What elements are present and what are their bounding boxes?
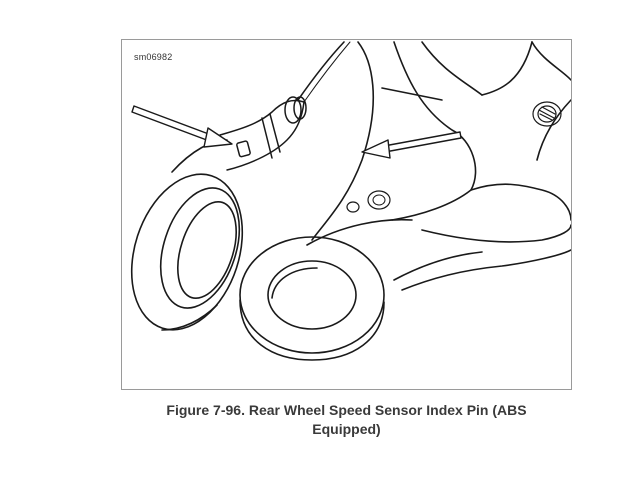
caption-line-1: Figure 7-96. Rear Wheel Speed Sensor Ind… <box>166 402 527 418</box>
knuckle-arm <box>306 41 571 291</box>
speed-sensor-body <box>219 96 307 171</box>
threaded-hole <box>532 101 562 127</box>
caption-line-2: Equipped) <box>312 421 381 437</box>
arrow-to-arm <box>361 131 462 159</box>
arrow-to-index-pin <box>131 105 233 148</box>
bushing-ring <box>239 236 385 361</box>
sensor-cable <box>297 41 345 101</box>
figure-frame: sm06982 <box>121 39 572 390</box>
small-hole-1 <box>346 201 360 213</box>
sensor-ring <box>130 139 244 331</box>
figure-id-label: sm06982 <box>134 52 173 62</box>
figure-caption: Figure 7-96. Rear Wheel Speed Sensor Ind… <box>121 401 572 439</box>
sensor-cable-outline <box>303 41 351 103</box>
small-hole-2 <box>367 190 391 210</box>
figure-illustration <box>130 41 571 361</box>
